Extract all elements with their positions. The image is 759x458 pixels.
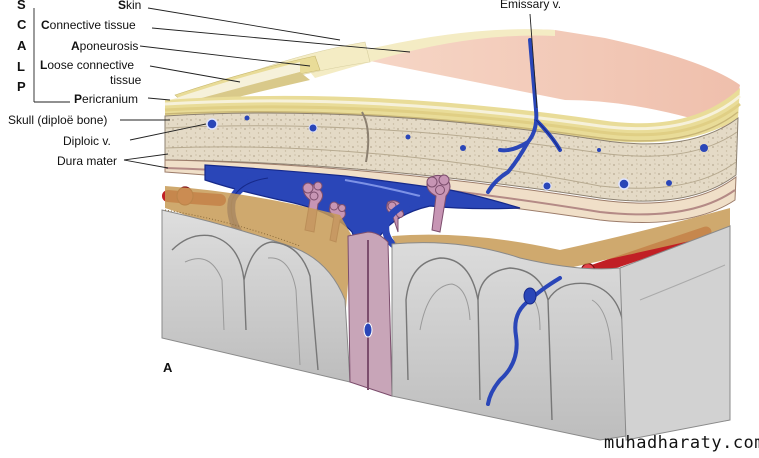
mnemonic-letter-s: S: [17, 0, 26, 12]
falx-cerebri: [347, 231, 393, 397]
panel-letter: A: [163, 360, 173, 375]
mnemonic-letter-l: L: [17, 59, 25, 74]
brain-left-block: [161, 186, 352, 383]
mnemonic-letter-p: P: [17, 79, 26, 94]
gyrus-left: [171, 234, 319, 371]
label-pericranium: Pericranium: [74, 92, 139, 106]
label-dura-mater: Dura mater: [57, 154, 118, 168]
brain-right-block: [391, 208, 731, 441]
skull-bone: [164, 111, 739, 202]
diploic-vein-spot: [206, 118, 218, 130]
label-aponeurosis: Aponeurosis: [71, 39, 139, 53]
skull-suture: [361, 111, 370, 163]
mnemonic-letter-c: C: [17, 17, 27, 32]
label-diploic-vein: Diploic v.: [63, 134, 111, 148]
label-loose-connective: Loose connective: [40, 58, 135, 72]
dura-and-sinus: [164, 38, 737, 301]
label-loose-connective-line2: tissue: [110, 73, 142, 87]
skull-front-face: [164, 112, 739, 202]
label-skull: Skull (diploë bone): [8, 113, 108, 127]
skin-surface: [365, 29, 740, 130]
superior-cerebral-vein-right: [382, 196, 424, 250]
label-emissary-vein: Emissary v.: [500, 0, 562, 11]
label-connective-tissue: Connective tissue: [41, 18, 136, 32]
leader-lines: [33, 7, 538, 169]
inferior-sagittal-sinus: [363, 322, 373, 338]
mnemonic-letter-a: A: [17, 38, 27, 53]
cerebral-vein-right: [486, 276, 562, 406]
loose-tissue-band: [170, 62, 300, 108]
watermark: muhadharaty.com: [604, 433, 759, 453]
scalp-layers: [164, 29, 741, 143]
label-skin: Skin: [118, 0, 142, 12]
